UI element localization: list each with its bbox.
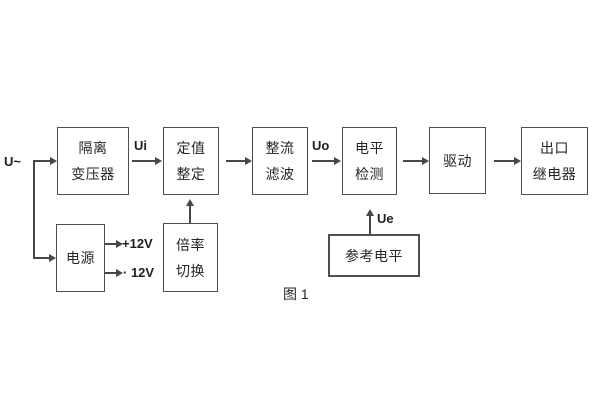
block-label: 驱动: [443, 152, 472, 169]
block-level-detection: 电平 检测: [342, 127, 397, 195]
arrow-drive-to-relay: [494, 160, 514, 162]
block-label: 参考电平: [345, 247, 403, 264]
block-label: 继电器: [532, 166, 577, 182]
block-ratio-switch: 倍率 切换: [163, 223, 218, 292]
arrow-input-to-power: [33, 257, 49, 259]
block-label: 切换: [176, 262, 205, 279]
block-label: 倍率: [176, 236, 205, 253]
ue-signal-label: Ue: [377, 211, 394, 226]
arrow-reference-to-level: [369, 216, 371, 234]
block-label: 隔离: [78, 140, 108, 156]
block-label: 整定: [176, 166, 206, 182]
block-reference-level: 参考电平: [328, 234, 420, 277]
block-label: 检测: [355, 166, 384, 182]
arrow-ratio-to-setting: [189, 206, 191, 223]
positive-rail-label: +12V: [122, 236, 153, 251]
negative-rail-label: · 12V: [123, 265, 155, 280]
input-branch-line: [33, 160, 35, 259]
block-output-relay: 出口 继电器: [521, 127, 588, 195]
arrow-rectifier-to-level: [312, 160, 334, 162]
ui-signal-label: Ui: [134, 138, 147, 153]
arrow-setting-to-rectifier: [226, 160, 245, 162]
arrow-power-rail-positive: [105, 243, 116, 245]
block-label: 电源: [66, 250, 95, 266]
arrow-power-rail-negative: [105, 272, 116, 274]
block-isolation-transformer: 隔离 变压器: [57, 127, 129, 195]
block-label: 定值: [176, 140, 206, 156]
block-power-supply: 电源: [56, 224, 105, 292]
block-label: 变压器: [71, 166, 115, 182]
arrow-transformer-to-setting: [132, 160, 155, 162]
block-label: 滤波: [265, 166, 295, 182]
block-rectifier-filter: 整流 滤波: [252, 127, 308, 195]
arrow-input-to-transformer: [33, 160, 50, 162]
block-drive: 驱动: [429, 127, 486, 194]
figure-caption: 图 1: [283, 286, 309, 302]
block-value-setting: 定值 整定: [163, 127, 219, 195]
uo-signal-label: Uo: [312, 138, 330, 153]
block-label: 出口: [540, 140, 569, 156]
block-label: 电平: [355, 140, 384, 156]
arrow-level-to-drive: [403, 160, 422, 162]
block-label: 整流: [265, 140, 295, 156]
input-voltage-label: U~: [4, 154, 21, 169]
